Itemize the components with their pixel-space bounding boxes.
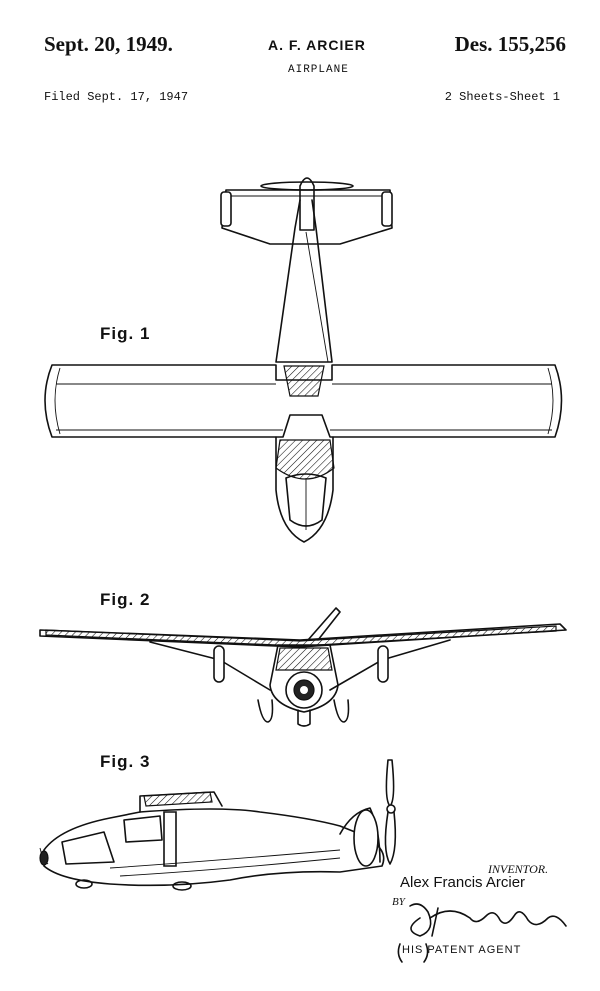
inventor-name: Alex Francis Arcier — [400, 874, 526, 891]
fig3-side-view-drawing — [39, 759, 397, 891]
patent-agent-label: HIS PATENT AGENT — [402, 944, 522, 956]
sheet-count: 2 Sheets-Sheet 1 — [444, 90, 560, 104]
design-number: Des. 155,256 — [454, 32, 566, 56]
by-label: BY — [392, 896, 405, 908]
fig1-top-view-drawing — [44, 177, 563, 543]
fig2-label: Fig. 2 — [100, 590, 151, 609]
fig2-front-view-drawing — [39, 607, 567, 727]
agent-signature — [397, 903, 567, 963]
filed-date: Filed Sept. 17, 1947 — [44, 90, 189, 104]
fig3-label: Fig. 3 — [100, 752, 151, 771]
patent-subject: AIRPLANE — [288, 64, 349, 76]
patent-date: Sept. 20, 1949. — [44, 32, 173, 56]
inventor-header: A. F. ARCIER — [268, 37, 366, 53]
inventor-caption: INVENTOR. — [488, 862, 549, 876]
fig1-label: Fig. 1 — [100, 324, 151, 343]
